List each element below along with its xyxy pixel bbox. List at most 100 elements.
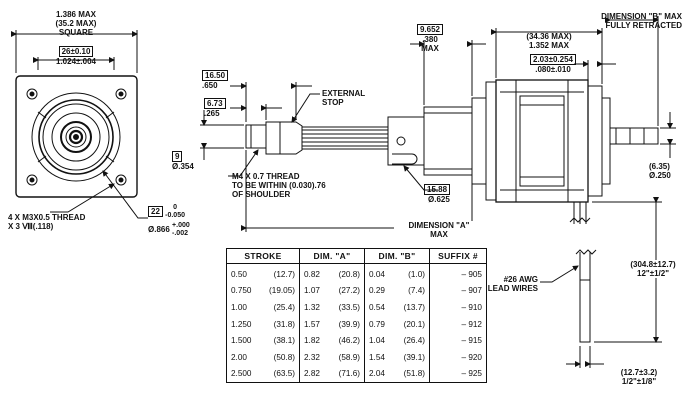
stroke-cell-mm: (19.05) xyxy=(269,286,295,296)
dim-a-cell: 2.82 (71.6) xyxy=(299,365,365,384)
table-row: 1.500(38.1)1.82(46.2) 1.04 (26.4) – 915 xyxy=(226,332,487,349)
dim-a-cell-mm: (58.9) xyxy=(338,352,360,362)
stroke-cell: 2.500 (63.5) xyxy=(226,365,300,384)
dim-3436-mm: (34.36 MAX) xyxy=(526,32,572,41)
thread-note-line2: X 3 xyxy=(8,222,21,231)
dimension-a-label: DIMENSION "A" MAX xyxy=(394,221,484,239)
dimension-a-line1: DIMENSION "A" xyxy=(408,221,470,230)
mount-hole-bl xyxy=(26,174,38,186)
pilot-dia-in: Ø.866 xyxy=(148,225,170,235)
stroke-cell: 1.250(31.8) xyxy=(226,315,300,333)
dim-a-cell: 1.82(46.2) xyxy=(299,332,365,349)
front-width-in: 1.386 MAX xyxy=(55,10,97,19)
dim-9652-label: 9.652 .380 MAX xyxy=(410,24,450,53)
shaft-bushing xyxy=(387,116,425,166)
m4-note-line3: OF SHOULDER xyxy=(232,190,291,199)
dim-b-cell: 0.29(7.4) xyxy=(364,282,430,300)
dim-b-cell-in: 1.04 xyxy=(369,336,385,346)
dim-b-cell-in: 0.29 xyxy=(369,286,385,296)
dim-635-label: (6.35) Ø.250 xyxy=(649,162,671,180)
stroke-cell-mm: (12.7) xyxy=(273,269,295,279)
dim-b-cell-in: 0.54 xyxy=(369,302,385,312)
front-shape: SQUARE xyxy=(58,28,94,37)
m4-note-line2: TO BE WITHIN (0.030).76 xyxy=(232,181,326,190)
pilot-width-in: 1.024±.004 xyxy=(56,57,96,66)
pilot-dia-mm: 22 xyxy=(148,206,163,218)
dim-1650-mm: 16.50 xyxy=(202,70,229,81)
pilot-ring-outer xyxy=(31,92,121,182)
lead-screw xyxy=(301,126,389,150)
front-width-mm: (35.2 MAX) xyxy=(55,19,97,28)
dim-a-cell-mm: (20.8) xyxy=(338,269,360,279)
dim-a-cell-in: 0.82 xyxy=(304,269,320,279)
dim-b-cell: 0.04(1.0) xyxy=(364,263,430,283)
stroke-cell-in: 2.500 xyxy=(231,369,252,379)
dim-b-cell: 0.79(20.1) xyxy=(364,315,430,333)
dim-1650-in: .650 xyxy=(202,81,218,90)
mount-hole-tl xyxy=(26,88,38,100)
header-stroke: STROKE xyxy=(226,248,300,264)
pilot-dia-tol-upper-in: +.000 xyxy=(172,222,190,229)
dim-a-cell: 1.32(33.5) xyxy=(299,299,365,316)
lead-wires-line2: LEAD WIRES xyxy=(487,284,538,293)
dimension-b-label: DIMENSION "B" MAX FULLY RETRACTED xyxy=(586,12,682,30)
dim-a-cell-mm: (71.6) xyxy=(338,369,360,379)
dim-b-cell: 1.54 (39.1) xyxy=(364,348,430,366)
stroke-dimension-table: STROKE DIM. "A" DIM. "B" SUFFIX # 0.50(1… xyxy=(226,248,487,384)
dim-b-cell: 1.04 (26.4) xyxy=(364,332,430,349)
dim-b-cell-mm: (26.4) xyxy=(403,336,425,346)
dim-673-in: .265 xyxy=(204,109,220,118)
dim-635-in: Ø.250 xyxy=(649,171,671,180)
table-row: 1.00(25.4)1.32(33.5) 0.54 (13.7) – 910 xyxy=(226,299,487,316)
stroke-cell-mm: (50.8) xyxy=(273,352,295,362)
dim-673-mm: 6.73 xyxy=(204,98,226,109)
dim-a-cell-in: 2.82 xyxy=(304,369,320,379)
external-stop-line1: EXTERNAL xyxy=(322,89,366,98)
header-dim-a: DIM. "A" xyxy=(299,248,365,264)
table-row: 2.500(63.5)2.82(71.6)2.04(51.8)– 925 xyxy=(226,365,487,384)
pilot-width-mm: 26±0.10 xyxy=(58,46,94,57)
dim-a-cell-in: 2.32 xyxy=(304,352,320,362)
dim-a-cell-in: 1.07 xyxy=(304,286,320,296)
pilot-dia-tol-lower-in: -.002 xyxy=(172,230,188,237)
dimension-a-line2: MAX xyxy=(430,230,448,239)
stroke-cell: 2.00(50.8) xyxy=(226,348,300,366)
dim-b-cell-mm: (51.8) xyxy=(403,369,425,379)
stroke-cell: 1.500(38.1) xyxy=(226,332,300,349)
dim-203-label: 2.03±0.254 .080±.010 xyxy=(518,54,588,74)
dim-1588-label: 15.88 Ø.625 xyxy=(424,184,451,204)
suffix-cell: – 915 xyxy=(429,332,487,349)
dim-9-in: Ø.354 xyxy=(172,162,194,171)
dim-a-cell-mm: (27.2) xyxy=(338,286,360,296)
front-flange xyxy=(423,106,473,176)
dimension-b-line2: FULLY RETRACTED xyxy=(605,21,682,30)
suffix-cell: – 920 xyxy=(429,348,487,366)
side-view xyxy=(200,16,676,368)
stroke-cell-mm: (63.5) xyxy=(273,369,295,379)
thread-depth: (.118) xyxy=(32,222,54,231)
dim-b-cell-mm: (13.7) xyxy=(403,302,425,312)
front-width-label: 1.386 MAX (35.2 MAX) SQUARE xyxy=(36,10,116,37)
stroke-cell: 1.00(25.4) xyxy=(226,299,300,316)
dim-b-cell: 2.04 (51.8) xyxy=(364,365,430,384)
table-header-row: STROKE DIM. "A" DIM. "B" SUFFIX # xyxy=(226,248,487,264)
dim-203-mm: 2.03±0.254 xyxy=(530,54,576,65)
stroke-cell-in: 1.00 xyxy=(231,302,247,312)
pilot-width-label: 26±0.10 1.024±.004 xyxy=(46,46,106,66)
stroke-cell-in: 1.500 xyxy=(231,336,252,346)
dim-b-cell-in: 2.04 xyxy=(369,369,385,379)
dim-9-label: 9 Ø.354 xyxy=(172,151,194,171)
dim-b-cell-in: 1.54 xyxy=(369,352,385,362)
thread-note: 4 X M3X0.5 THREAD X 3 Ⅷ(.118) xyxy=(8,213,85,231)
dim-b-cell-mm: (39.1) xyxy=(403,352,425,362)
strip-length-label: (12.7±3.2) 1/2"±1/8" xyxy=(604,368,674,386)
external-stop-line2: STOP xyxy=(322,98,344,107)
rear-shaft xyxy=(609,127,659,145)
dim-1588-mm: 15.88 xyxy=(424,184,451,195)
dim-635-mm: (6.35) xyxy=(649,162,670,171)
dim-a-cell-in: 1.57 xyxy=(304,319,320,329)
suffix-cell: – 910 xyxy=(429,299,487,316)
dim-b-cell: 0.54 (13.7) xyxy=(364,299,430,316)
header-suffix: SUFFIX # xyxy=(429,248,487,264)
